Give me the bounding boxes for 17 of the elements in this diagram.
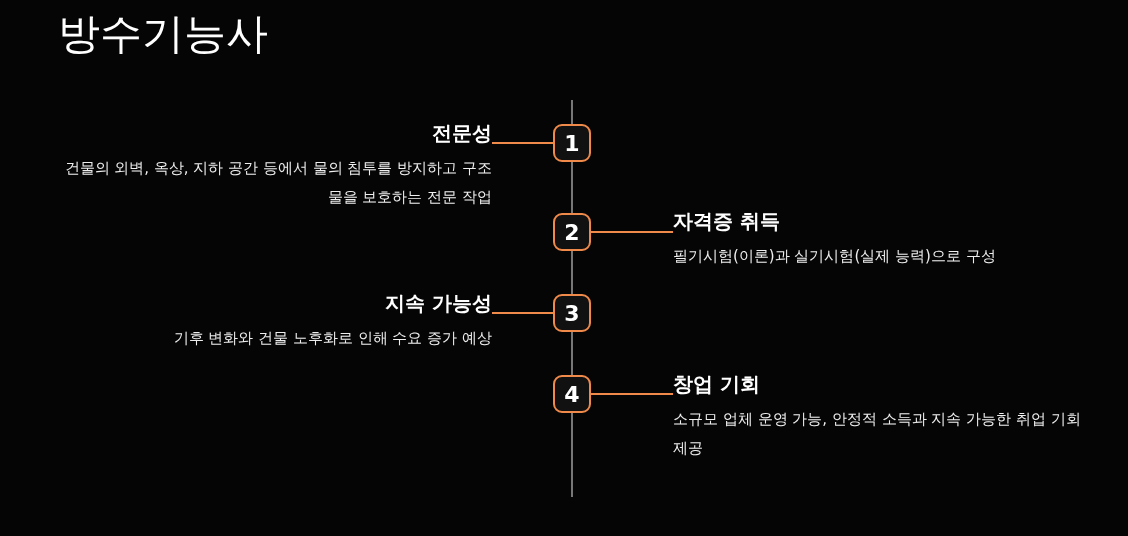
step-number-box: 3 xyxy=(553,294,591,332)
description: 기후 변화와 건물 노후화로 인해 수요 증가 예상 xyxy=(172,328,492,349)
heading: 지속 가능성 xyxy=(385,290,492,316)
step-number-box: 1 xyxy=(553,124,591,162)
connector-line xyxy=(491,142,554,144)
description: 필기시험(이론)과 실기시험(실제 능력)으로 구성 xyxy=(673,246,997,267)
heading: 전문성 xyxy=(432,120,492,146)
connector-line xyxy=(491,312,554,314)
connector-line xyxy=(590,231,674,233)
step-number-box: 2 xyxy=(553,213,591,251)
heading: 창업 기회 xyxy=(673,371,760,397)
heading: 자격증 취득 xyxy=(673,208,780,234)
title: 방수기능사 xyxy=(58,8,268,60)
description: 소규모 업체 운영 가능, 안정적 소득과 지속 가능한 취업 기회 제공 xyxy=(673,409,1082,459)
description: 건물의 외벽, 옥상, 지하 공간 등에서 물의 침투를 방지하고 구조물을 보호하는 전문 작업 xyxy=(63,158,492,208)
connector-line xyxy=(590,393,674,395)
step-number-box: 4 xyxy=(553,375,591,413)
